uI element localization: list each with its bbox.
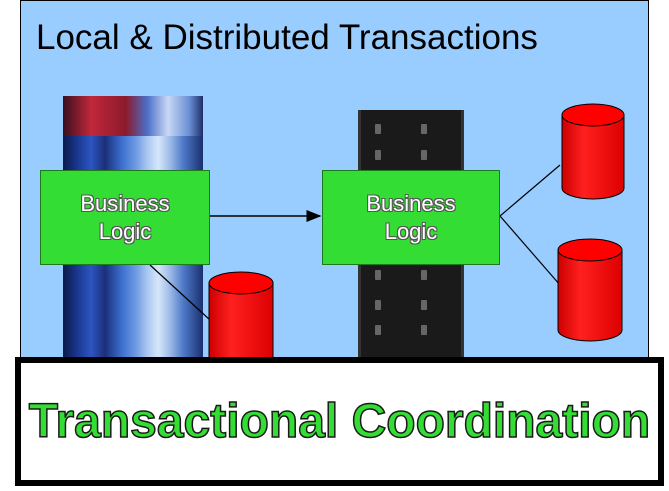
- database-cylinder-icon: [561, 103, 625, 200]
- line-logic1-to-db-local: [149, 264, 211, 321]
- mainframe-top-panel: [63, 96, 203, 136]
- database-cylinder-icon: [557, 238, 623, 342]
- business-logic-box-local: Business Logic: [40, 170, 210, 265]
- business-logic-box-remote: Business Logic: [322, 170, 500, 265]
- banner-label: Transactional Coordination: [28, 394, 651, 449]
- slide-title: Local & Distributed Transactions: [36, 18, 538, 57]
- line-logic2-to-db-right: [499, 215, 561, 286]
- transactional-coordination-banner: Transactional Coordination: [15, 357, 664, 486]
- line-logic2-to-db-top: [499, 164, 561, 217]
